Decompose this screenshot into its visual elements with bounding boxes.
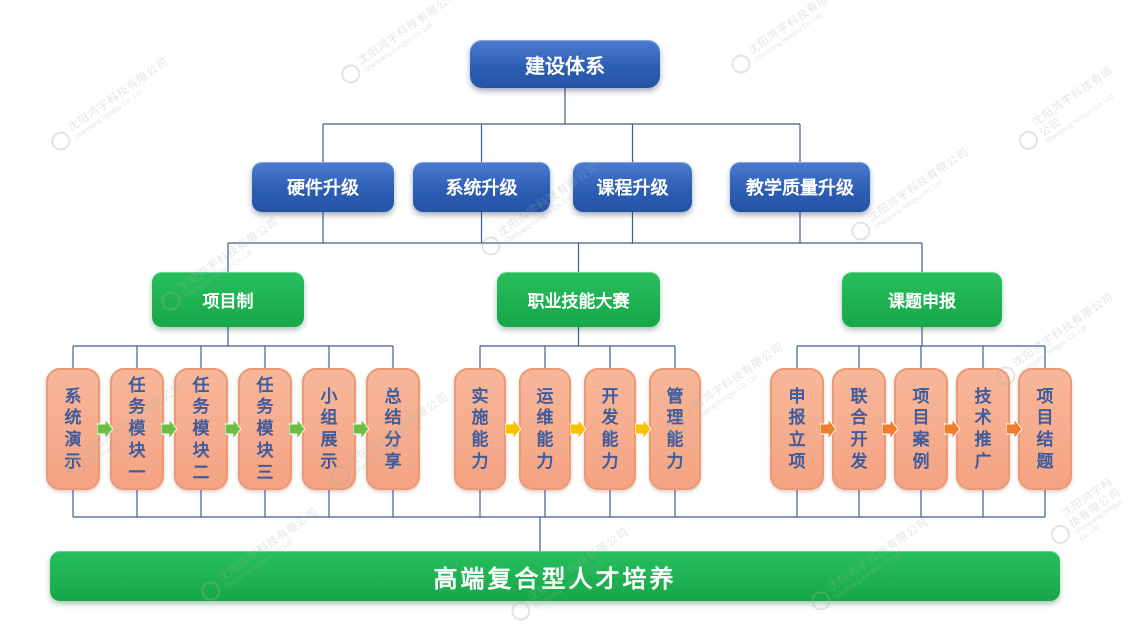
group-header-2: 职业技能大赛 bbox=[497, 272, 660, 327]
item-label: 项 目 案 例 bbox=[912, 386, 930, 471]
arrow-right-icon bbox=[881, 417, 899, 441]
item-label: 任 务 模 块 二 bbox=[192, 375, 210, 482]
arrow-right-icon bbox=[634, 417, 652, 441]
item-box: 运 维 能 力 bbox=[519, 368, 571, 490]
arrow-right-icon bbox=[943, 417, 961, 441]
arrow-right-icon bbox=[352, 417, 370, 441]
item-box: 任 务 模 块 二 bbox=[174, 368, 228, 490]
arrow-right-icon bbox=[819, 417, 837, 441]
arrow-right-icon bbox=[96, 417, 114, 441]
item-box: 任 务 模 块 一 bbox=[110, 368, 164, 490]
group-header-1: 项目制 bbox=[152, 272, 304, 327]
item-box: 总 结 分 享 bbox=[366, 368, 420, 490]
item-box: 项 目 结 题 bbox=[1018, 368, 1072, 490]
upgrade-box-1: 硬件升级 bbox=[252, 162, 394, 212]
arrow-right-icon bbox=[569, 417, 587, 441]
arrow-right-icon bbox=[160, 417, 178, 441]
footer-banner: 高端复合型人才培养 bbox=[50, 551, 1060, 601]
upgrade-box-2: 系统升级 bbox=[413, 162, 550, 212]
group-header-3: 课题申报 bbox=[842, 272, 1002, 327]
item-box: 管 理 能 力 bbox=[649, 368, 701, 490]
arrow-right-icon bbox=[224, 417, 242, 441]
item-box: 申 报 立 项 bbox=[770, 368, 824, 490]
item-box: 开 发 能 力 bbox=[584, 368, 636, 490]
item-label: 小 组 展 示 bbox=[320, 386, 338, 471]
item-label: 实 施 能 力 bbox=[471, 386, 489, 471]
item-box: 联 合 开 发 bbox=[832, 368, 886, 490]
item-label: 项 目 结 题 bbox=[1036, 386, 1054, 471]
item-box: 任 务 模 块 三 bbox=[238, 368, 292, 490]
upgrade-box-3: 课程升级 bbox=[573, 162, 692, 212]
item-label: 管 理 能 力 bbox=[666, 386, 684, 471]
item-label: 总 结 分 享 bbox=[384, 386, 402, 471]
item-label: 任 务 模 块 一 bbox=[128, 375, 146, 482]
root-box: 建设体系 bbox=[470, 40, 660, 88]
item-box: 小 组 展 示 bbox=[302, 368, 356, 490]
item-label: 开 发 能 力 bbox=[601, 386, 619, 471]
item-label: 技 术 推 广 bbox=[974, 386, 992, 471]
item-label: 系 统 演 示 bbox=[64, 386, 82, 471]
item-box: 系 统 演 示 bbox=[46, 368, 100, 490]
item-box: 项 目 案 例 bbox=[894, 368, 948, 490]
arrow-right-icon bbox=[288, 417, 306, 441]
item-box: 技 术 推 广 bbox=[956, 368, 1010, 490]
item-label: 任 务 模 块 三 bbox=[256, 375, 274, 482]
upgrade-box-4: 教学质量升级 bbox=[730, 162, 870, 212]
item-label: 运 维 能 力 bbox=[536, 386, 554, 471]
item-box: 实 施 能 力 bbox=[454, 368, 506, 490]
item-label: 申 报 立 项 bbox=[788, 386, 806, 471]
item-label: 联 合 开 发 bbox=[850, 386, 868, 471]
arrow-right-icon bbox=[504, 417, 522, 441]
arrow-right-icon bbox=[1005, 417, 1023, 441]
